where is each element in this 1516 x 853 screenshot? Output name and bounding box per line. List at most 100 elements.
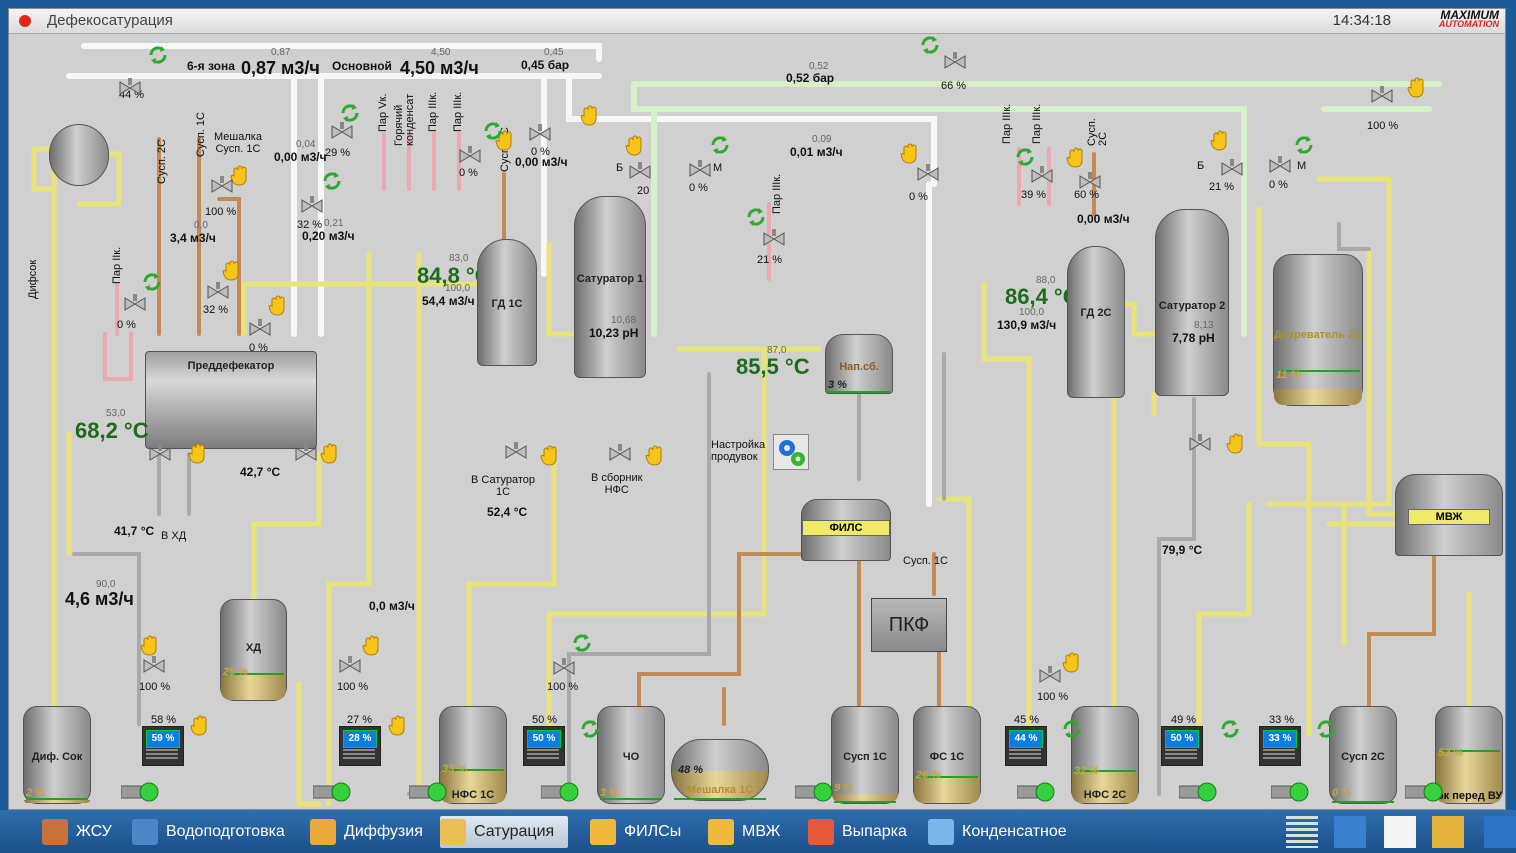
manual-hand-icon[interactable]: [187, 442, 209, 464]
valve-icon[interactable]: [917, 164, 939, 182]
auto-cycle-icon[interactable]: [709, 134, 731, 156]
touch-icon[interactable]: [1484, 816, 1516, 848]
manual-hand-icon[interactable]: [624, 134, 646, 156]
taskbar-tab-4[interactable]: ФИЛСы: [590, 816, 681, 848]
valve-icon[interactable]: [1371, 86, 1393, 104]
fils-filter[interactable]: ФИЛС: [801, 499, 891, 561]
auto-cycle-icon[interactable]: [147, 44, 169, 66]
auto-cycle-icon[interactable]: [1219, 718, 1241, 740]
auto-cycle-icon[interactable]: [482, 120, 504, 142]
pump-icon[interactable]: [1178, 780, 1219, 802]
manual-hand-icon[interactable]: [139, 634, 161, 656]
manual-hand-icon[interactable]: [1065, 146, 1087, 168]
hd-tank[interactable]: ХД 25 %: [220, 599, 287, 701]
taskbar-tab-1[interactable]: Водоподготовка: [132, 816, 285, 848]
menu-icon[interactable]: [1286, 816, 1318, 848]
valve-icon[interactable]: [944, 52, 966, 70]
valve-icon[interactable]: [211, 176, 233, 194]
nap-tank[interactable]: Нап.сб. 3 %: [825, 334, 893, 394]
blow-settings-button[interactable]: [773, 434, 809, 470]
valve-icon[interactable]: [553, 658, 575, 676]
auto-cycle-icon[interactable]: [339, 102, 361, 124]
difsok-controller[interactable]: 59 %: [142, 726, 184, 766]
manual-hand-icon[interactable]: [319, 442, 341, 464]
manual-hand-icon[interactable]: [221, 259, 243, 281]
cho-controller[interactable]: 50 %: [523, 726, 565, 766]
valve-icon[interactable]: [1269, 156, 1291, 174]
auto-cycle-icon[interactable]: [745, 206, 767, 228]
auto-cycle-icon[interactable]: [1014, 146, 1036, 168]
manual-hand-icon[interactable]: [1061, 651, 1083, 673]
manual-hand-icon[interactable]: [361, 634, 383, 656]
valve-icon[interactable]: [1031, 166, 1053, 184]
taskbar-tab-2[interactable]: Диффузия: [310, 816, 423, 848]
valve-icon[interactable]: [1189, 434, 1211, 452]
gd1-vessel[interactable]: ГД 1С: [477, 239, 537, 366]
auto-cycle-icon[interactable]: [919, 34, 941, 56]
tank-sokvu[interactable]: 53 %: [1435, 706, 1503, 804]
valve-icon[interactable]: [529, 124, 551, 142]
taskbar-tab-6[interactable]: Выпарка: [808, 816, 907, 848]
valve-icon[interactable]: [339, 656, 361, 674]
valve-icon[interactable]: [609, 444, 631, 462]
taskbar-tab-0[interactable]: ЖСУ: [42, 816, 112, 848]
manual-hand-icon[interactable]: [387, 714, 409, 736]
manual-hand-icon[interactable]: [189, 714, 211, 736]
manual-hand-icon[interactable]: [539, 444, 561, 466]
valve-icon[interactable]: [249, 319, 271, 337]
manual-hand-icon[interactable]: [267, 294, 289, 316]
manual-hand-icon[interactable]: [644, 444, 666, 466]
manual-hand-icon[interactable]: [579, 104, 601, 126]
close-icon[interactable]: [19, 15, 31, 27]
tank-susp1[interactable]: Сусп 1С 9 %: [831, 706, 899, 804]
pump-icon[interactable]: [794, 780, 835, 802]
pump-icon[interactable]: [312, 780, 353, 802]
saturator2[interactable]: Сатуратор 2 8,13 7,78 pH: [1155, 209, 1229, 396]
auto-cycle-icon[interactable]: [1315, 718, 1337, 740]
pump-icon[interactable]: [120, 780, 161, 802]
valve-icon[interactable]: [143, 656, 165, 674]
auto-cycle-icon[interactable]: [571, 632, 593, 654]
dozrevatel[interactable]: Дозреватель 2С 11 %: [1273, 254, 1363, 406]
valve-icon[interactable]: [629, 162, 651, 180]
valve-icon[interactable]: [124, 294, 146, 312]
manual-hand-icon[interactable]: [1209, 129, 1231, 151]
nfs2-controller[interactable]: 44 %: [1005, 726, 1047, 766]
valve-icon[interactable]: [1221, 159, 1243, 177]
pkf-unit[interactable]: ПКФ: [871, 598, 947, 652]
pump-icon[interactable]: [540, 780, 581, 802]
taskbar-tab-7[interactable]: Конденсатное: [928, 816, 1067, 848]
pump-icon[interactable]: [1270, 780, 1311, 802]
valve-icon[interactable]: [763, 229, 785, 247]
gd2-vessel[interactable]: ГД 2С: [1067, 246, 1125, 398]
tank-susp2[interactable]: Сусп 2С 0 %: [1329, 706, 1397, 804]
settings-icon[interactable]: [1334, 816, 1366, 848]
auto-cycle-icon[interactable]: [141, 271, 163, 293]
pump-icon[interactable]: [1016, 780, 1057, 802]
pump-icon[interactable]: [408, 780, 449, 802]
manual-hand-icon[interactable]: [229, 164, 251, 186]
nfs1-controller[interactable]: 28 %: [339, 726, 381, 766]
mvzh-unit[interactable]: МВЖ: [1395, 474, 1503, 556]
valve-icon[interactable]: [149, 444, 171, 462]
sokvu-controller[interactable]: 33 %: [1259, 726, 1301, 766]
service-icon[interactable]: [1432, 816, 1464, 848]
valve-icon[interactable]: [459, 146, 481, 164]
valve-icon[interactable]: [505, 442, 527, 460]
predefecator[interactable]: Преддефекатор: [145, 351, 317, 449]
valve-icon[interactable]: [295, 444, 317, 462]
auto-cycle-icon[interactable]: [1061, 718, 1083, 740]
auto-cycle-icon[interactable]: [321, 170, 343, 192]
valve-icon[interactable]: [689, 160, 711, 178]
trend-icon[interactable]: [1384, 816, 1416, 848]
tank-nfs2[interactable]: 32 % НФС 2С: [1071, 706, 1139, 804]
tank-nfs1[interactable]: 33 % НФС 1С: [439, 706, 507, 804]
valve-icon[interactable]: [1079, 172, 1101, 190]
valve-icon[interactable]: [207, 282, 229, 300]
tank-difsok[interactable]: Диф. Сок 2 %: [23, 706, 91, 804]
valve-icon[interactable]: [331, 122, 353, 140]
tank-mixer1c[interactable]: 48 % Мешалка 1С: [671, 739, 769, 801]
manual-hand-icon[interactable]: [899, 142, 921, 164]
valve-icon[interactable]: [119, 78, 141, 96]
pump-icon[interactable]: [1404, 780, 1445, 802]
